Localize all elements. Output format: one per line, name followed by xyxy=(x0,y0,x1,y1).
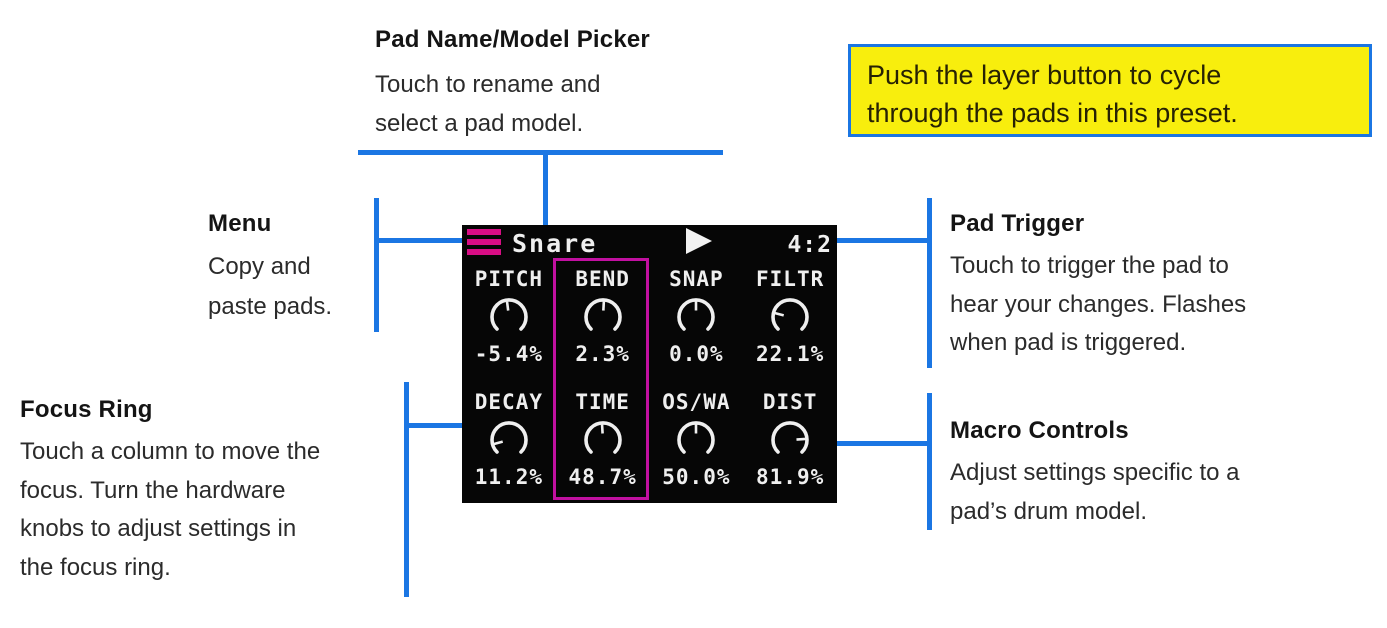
pad-param-column[interactable]: DECAY 11.2% xyxy=(462,390,556,489)
callout-focus-ring-title: Focus Ring xyxy=(20,396,153,423)
callout-menu-title: Menu xyxy=(208,210,272,237)
layer-note-text: Push the layer button to cycle xyxy=(867,60,1222,90)
callout-macro: Macro Controls Adjust settings specific … xyxy=(950,417,1239,531)
knob-icon xyxy=(765,291,815,341)
param-label: DECAY xyxy=(474,390,543,414)
knob-icon xyxy=(484,291,534,341)
layer-indicator: 4:2 xyxy=(787,232,832,258)
callout-focus-ring-body: the focus ring. xyxy=(20,554,171,582)
param-label: SNAP xyxy=(669,267,724,291)
connector-trigger-v xyxy=(927,198,932,368)
menu-icon[interactable] xyxy=(467,229,501,255)
connector-menu-h xyxy=(377,238,481,243)
knob-icon xyxy=(765,414,815,464)
knob-row-2: DECAY 11.2% TIME 48.7% OS/WA 50.0% DIST 81.9% xyxy=(462,390,837,489)
knob-icon xyxy=(484,414,534,464)
param-value: 0.0% xyxy=(669,342,724,366)
pad-param-column[interactable]: FILTR 22.1% xyxy=(743,267,837,366)
knob-row-1: PITCH -5.4% BEND 2.3% SNAP 0.0% FILTR 22.1% xyxy=(462,267,837,366)
param-value: 50.0% xyxy=(662,465,731,489)
connector-menu-v xyxy=(374,198,379,332)
param-value: 48.7% xyxy=(568,465,637,489)
callout-pad-name-body: Touch to rename and xyxy=(375,71,601,98)
param-value: -5.4% xyxy=(474,342,543,366)
param-value: 11.2% xyxy=(474,465,543,489)
callout-pad-trigger-body: when pad is triggered. xyxy=(950,329,1187,357)
param-label: DIST xyxy=(762,390,818,414)
layer-note-text: through the pads in this preset. xyxy=(867,98,1238,128)
callout-pad-trigger-title: Pad Trigger xyxy=(950,210,1085,237)
focus-ring xyxy=(553,258,649,500)
callout-macro-body: Adjust settings specific to a xyxy=(950,459,1240,486)
knob-icon xyxy=(578,291,628,341)
callout-pad-name-title: Pad Name/Model Picker xyxy=(375,26,650,53)
knob-icon xyxy=(671,291,721,341)
connector-focus-v xyxy=(404,382,409,597)
param-value: 2.3% xyxy=(575,342,630,366)
callout-focus-ring-body: focus. Turn the hardware xyxy=(20,476,286,504)
pad-param-column[interactable]: BEND 2.3% xyxy=(556,267,650,366)
knob-icon xyxy=(671,414,721,464)
connector-pad-name-v xyxy=(543,152,548,240)
connector-pad-name-h xyxy=(358,150,723,155)
param-value: 22.1% xyxy=(756,342,825,366)
pad-param-column[interactable]: DIST 81.9% xyxy=(743,390,837,489)
callout-focus-ring-body: Touch a column to move the xyxy=(20,438,321,465)
knob-icon xyxy=(578,414,628,464)
callout-focus-ring: Focus Ring Touch a column to move the fo… xyxy=(20,396,320,588)
callout-macro-title: Macro Controls xyxy=(950,417,1129,444)
callout-menu: Menu Copy and paste pads. xyxy=(208,210,332,327)
param-value: 81.9% xyxy=(756,465,825,489)
param-label: BEND xyxy=(575,267,630,291)
callout-pad-name: Pad Name/Model Picker Touch to rename an… xyxy=(375,26,650,143)
param-label: OS/WA xyxy=(662,390,731,414)
device-screen: Snare 4:2 PITCH -5.4% BEND 2.3% SNAP 0.0% FILT… xyxy=(462,225,837,503)
pad-param-column[interactable]: OS/WA 50.0% xyxy=(650,390,744,489)
pad-param-column[interactable]: SNAP 0.0% xyxy=(650,267,744,366)
connector-macro-h xyxy=(810,441,929,446)
callout-focus-ring-body: knobs to adjust settings in xyxy=(20,515,297,543)
param-label: PITCH xyxy=(474,267,543,291)
connector-macro-v xyxy=(927,393,932,530)
callout-menu-body: Copy and xyxy=(208,253,311,280)
callout-macro-body: pad’s drum model. xyxy=(950,497,1147,525)
pad-name-button[interactable]: Snare xyxy=(512,229,598,258)
pad-param-column[interactable]: TIME 48.7% xyxy=(556,390,650,489)
callout-menu-body: paste pads. xyxy=(208,293,333,320)
layer-note: Push the layer button to cycle through t… xyxy=(848,44,1372,137)
callout-pad-name-body: select a pad model. xyxy=(375,109,584,137)
callout-pad-trigger-body: Touch to trigger the pad to xyxy=(950,252,1229,279)
play-icon[interactable] xyxy=(686,228,712,254)
param-label: TIME xyxy=(575,390,630,414)
callout-pad-trigger: Pad Trigger Touch to trigger the pad to … xyxy=(950,210,1246,363)
param-label: FILTR xyxy=(756,267,825,291)
callout-pad-trigger-body: hear your changes. Flashes xyxy=(950,290,1247,318)
pad-param-column[interactable]: PITCH -5.4% xyxy=(462,267,556,366)
